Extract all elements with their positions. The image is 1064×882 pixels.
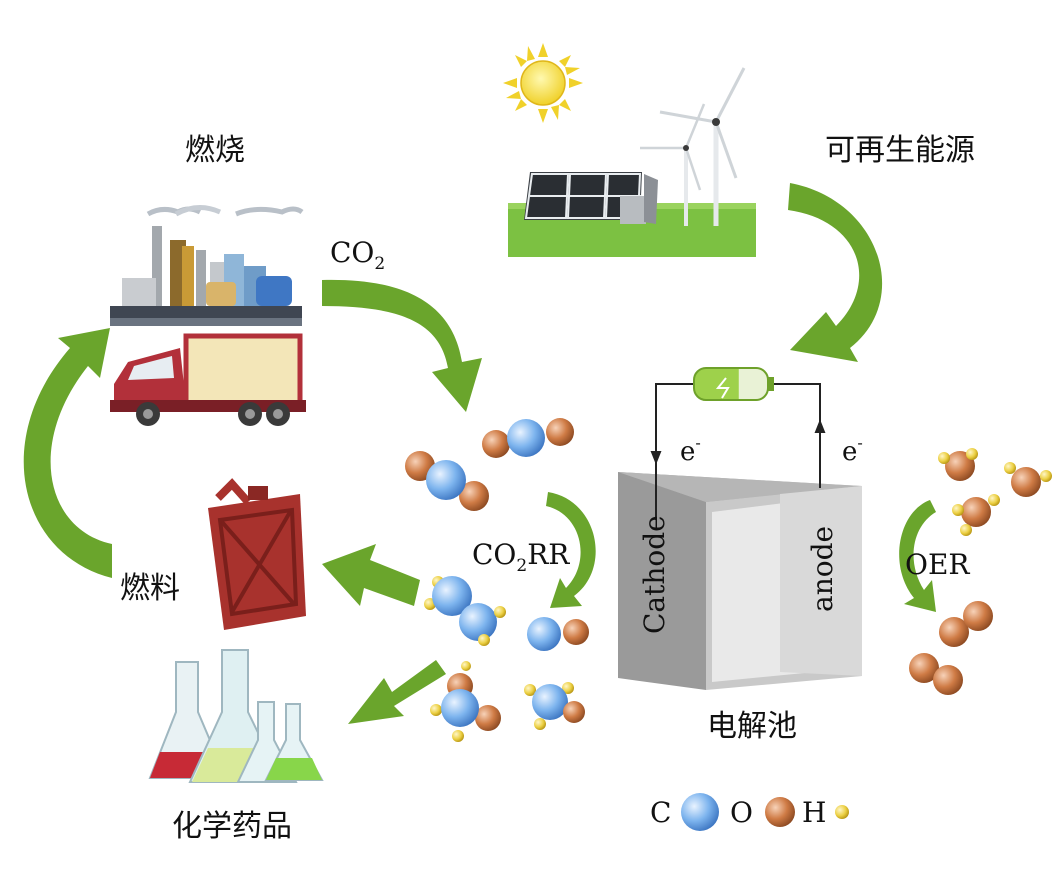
- electron-label-left: e-: [680, 433, 701, 467]
- co2rr-label: CO2RR: [472, 538, 570, 576]
- oer-flow-arrow: [899, 500, 936, 612]
- legend-swatch-carbon: [681, 793, 719, 831]
- solar-panel-icon: [524, 172, 658, 224]
- fuel-label: 燃料: [120, 571, 180, 606]
- product-molecule: [424, 576, 506, 646]
- o2-molecule: [939, 601, 993, 647]
- electrolyzer-cell: [618, 472, 862, 690]
- co2-molecule: [405, 451, 489, 511]
- battery-icon: [693, 367, 774, 401]
- legend-swatch-hydrogen: [835, 805, 849, 819]
- legend-swatch-oxygen: [765, 797, 795, 827]
- co2-flow-arrow: [322, 279, 482, 412]
- renewable-scene: [508, 67, 756, 257]
- co2-label: CO2: [330, 236, 385, 274]
- to-fuel-arrow: [322, 544, 420, 606]
- wind-turbine-icon: [640, 67, 746, 226]
- legend-label-hydrogen: H: [802, 796, 826, 829]
- co2rr-flow-arrow: [546, 492, 596, 608]
- flow-arrows: [23, 183, 936, 724]
- sun-icon: [503, 43, 583, 123]
- fuel-to-combustion-arrow: [23, 328, 112, 578]
- o2-molecule: [909, 653, 963, 695]
- co2-molecule: [482, 418, 574, 458]
- truck-icon: [110, 333, 306, 426]
- water-molecule: [952, 494, 1000, 536]
- legend-label-oxygen: O: [730, 796, 753, 829]
- atom-legend: C O H: [650, 793, 849, 831]
- anode-label: anode: [806, 526, 839, 612]
- flask-icon: [148, 649, 324, 783]
- product-molecule: [527, 617, 589, 651]
- oer-label: OER: [905, 548, 970, 581]
- to-chemicals-arrow: [348, 660, 446, 724]
- circuit-wires: [650, 383, 826, 520]
- electrolyzer-label: 电解池: [707, 709, 797, 744]
- renewable-flow-arrow: [788, 183, 883, 362]
- legend-label-carbon: C: [650, 796, 671, 829]
- renewable-label: 可再生能源: [825, 133, 975, 168]
- cathode-label: Cathode: [638, 515, 671, 634]
- chemicals-label: 化学药品: [172, 809, 292, 844]
- product-molecule: [524, 682, 585, 730]
- electron-label-right: e-: [842, 433, 863, 467]
- fuel-can-icon: [208, 478, 306, 630]
- factory-icon: [110, 205, 304, 326]
- product-molecule: [430, 661, 501, 742]
- combustion-label: 燃烧: [185, 133, 245, 168]
- molecules: [405, 418, 1052, 742]
- water-molecule: [938, 448, 978, 481]
- water-molecule: [1004, 462, 1052, 497]
